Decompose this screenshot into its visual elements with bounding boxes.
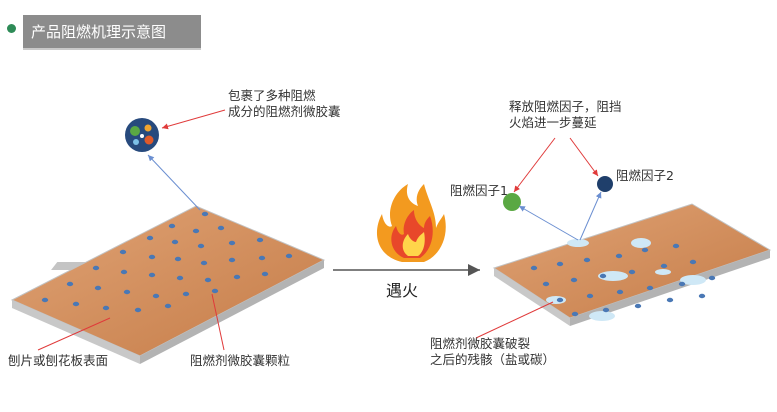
- residue-patch: [655, 269, 671, 275]
- capsule-particle: [602, 307, 610, 313]
- residue-line2: 之后的残骸（盐或碳）: [430, 352, 556, 367]
- factor1-icon: [503, 193, 521, 211]
- capsule-particle: [171, 239, 179, 245]
- capsule-particle: [542, 281, 550, 287]
- capsule-particle: [164, 303, 172, 309]
- residue-patch: [598, 271, 628, 281]
- capsule-particle: [168, 223, 176, 229]
- flame-icon: [376, 184, 446, 262]
- page-title: 产品阻燃机理示意图: [31, 23, 167, 41]
- callout-release-line-1: [513, 137, 556, 193]
- capsule-particle: [583, 257, 591, 263]
- capsule-particle: [666, 297, 674, 303]
- residue-patch: [567, 239, 589, 247]
- capsule-particle: [102, 305, 110, 311]
- capsule-particle: [660, 263, 668, 269]
- release-line-2: [579, 191, 602, 241]
- capsule-particle: [148, 254, 156, 260]
- capsule-particle: [217, 225, 225, 231]
- capsule-desc-line2: 成分的阻燃剂微胶囊: [228, 104, 341, 119]
- right-board: [492, 203, 772, 326]
- callout-release-line-2: [569, 137, 599, 177]
- capsule-particle: [615, 253, 623, 259]
- surface-label: 刨片或刨花板表面: [8, 353, 109, 368]
- capsule-particle: [261, 271, 269, 277]
- capsule-particle: [134, 307, 142, 313]
- capsule-particle: [672, 243, 680, 249]
- capsule-particle: [678, 281, 686, 287]
- capsule-particle: [182, 291, 190, 297]
- capsule-particle: [689, 259, 697, 265]
- capsule-particle: [586, 293, 594, 299]
- release-desc-line2: 火焰进一步蔓延: [509, 115, 597, 130]
- residue-patch: [589, 311, 615, 321]
- capsule-particle: [41, 297, 49, 303]
- capsule-particle: [556, 261, 564, 267]
- capsule-particle: [66, 281, 74, 287]
- capsule-particle: [571, 311, 579, 317]
- capsule-icon: [125, 118, 159, 152]
- capsule-particles: [41, 211, 293, 313]
- capsule-particle: [708, 275, 716, 281]
- residue-patch: [680, 275, 706, 285]
- zoom-line: [147, 154, 201, 211]
- capsule-particle: [570, 277, 578, 283]
- capsule-particle: [176, 275, 184, 281]
- capsule-particle: [211, 288, 219, 294]
- capsule-desc-line1: 包裹了多种阻燃: [228, 88, 316, 103]
- capsule-particle: [200, 260, 208, 266]
- fire-label: 遇火: [386, 281, 419, 300]
- capsule-particle: [599, 273, 607, 279]
- capsule-particle: [616, 289, 624, 295]
- capsule-particle: [228, 240, 236, 246]
- capsule-particle: [228, 257, 236, 263]
- capsule-particle: [204, 277, 212, 283]
- left-board: [10, 205, 326, 364]
- callout-capsule-line: [161, 109, 226, 130]
- callout-residue-line: [475, 301, 554, 339]
- capsule-particle: [94, 285, 102, 291]
- capsule-particle: [530, 265, 538, 271]
- capsule-particle: [233, 274, 241, 280]
- capsule-particle: [146, 235, 154, 241]
- residue-line1: 阻燃剂微胶囊破裂: [430, 336, 531, 351]
- title-box: 产品阻燃机理示意图: [23, 15, 201, 50]
- capsule-particle: [192, 228, 200, 234]
- particles-label: 阻燃剂微胶囊颗粒: [190, 353, 291, 368]
- capsule-particle: [698, 293, 706, 299]
- capsule-particle: [258, 255, 266, 261]
- capsule-particle: [634, 303, 642, 309]
- remaining-particles: [530, 243, 716, 317]
- capsule-particle: [152, 293, 160, 299]
- callout-particles-line: [211, 293, 225, 351]
- release-line-1: [518, 205, 579, 241]
- capsule-particle: [285, 253, 293, 259]
- capsule-particle: [556, 297, 564, 303]
- capsule-particle: [92, 265, 100, 271]
- capsule-particle: [123, 289, 131, 295]
- capsule-particle: [641, 247, 649, 253]
- factor2-icon: [597, 176, 613, 192]
- capsule-particle: [197, 243, 205, 249]
- factor2-label: 阻燃因子2: [616, 168, 674, 183]
- bullet-icon: [7, 24, 16, 33]
- capsule-particle: [148, 272, 156, 278]
- capsule-particle: [72, 301, 80, 307]
- capsule-particle: [646, 285, 654, 291]
- residue-patch: [631, 238, 651, 248]
- factor1-label: 阻燃因子1: [450, 183, 508, 198]
- release-desc-line1: 释放阻燃因子，阻挡: [509, 99, 622, 114]
- capsule-particle: [174, 256, 182, 262]
- capsule-particle: [201, 211, 209, 217]
- capsule-particle: [628, 269, 636, 275]
- title-bar: 产品阻燃机理示意图: [0, 0, 203, 52]
- callout-surface-line: [37, 317, 111, 351]
- capsule-particle: [120, 269, 128, 275]
- capsule-particle: [256, 237, 264, 243]
- capsule-particle: [119, 249, 127, 255]
